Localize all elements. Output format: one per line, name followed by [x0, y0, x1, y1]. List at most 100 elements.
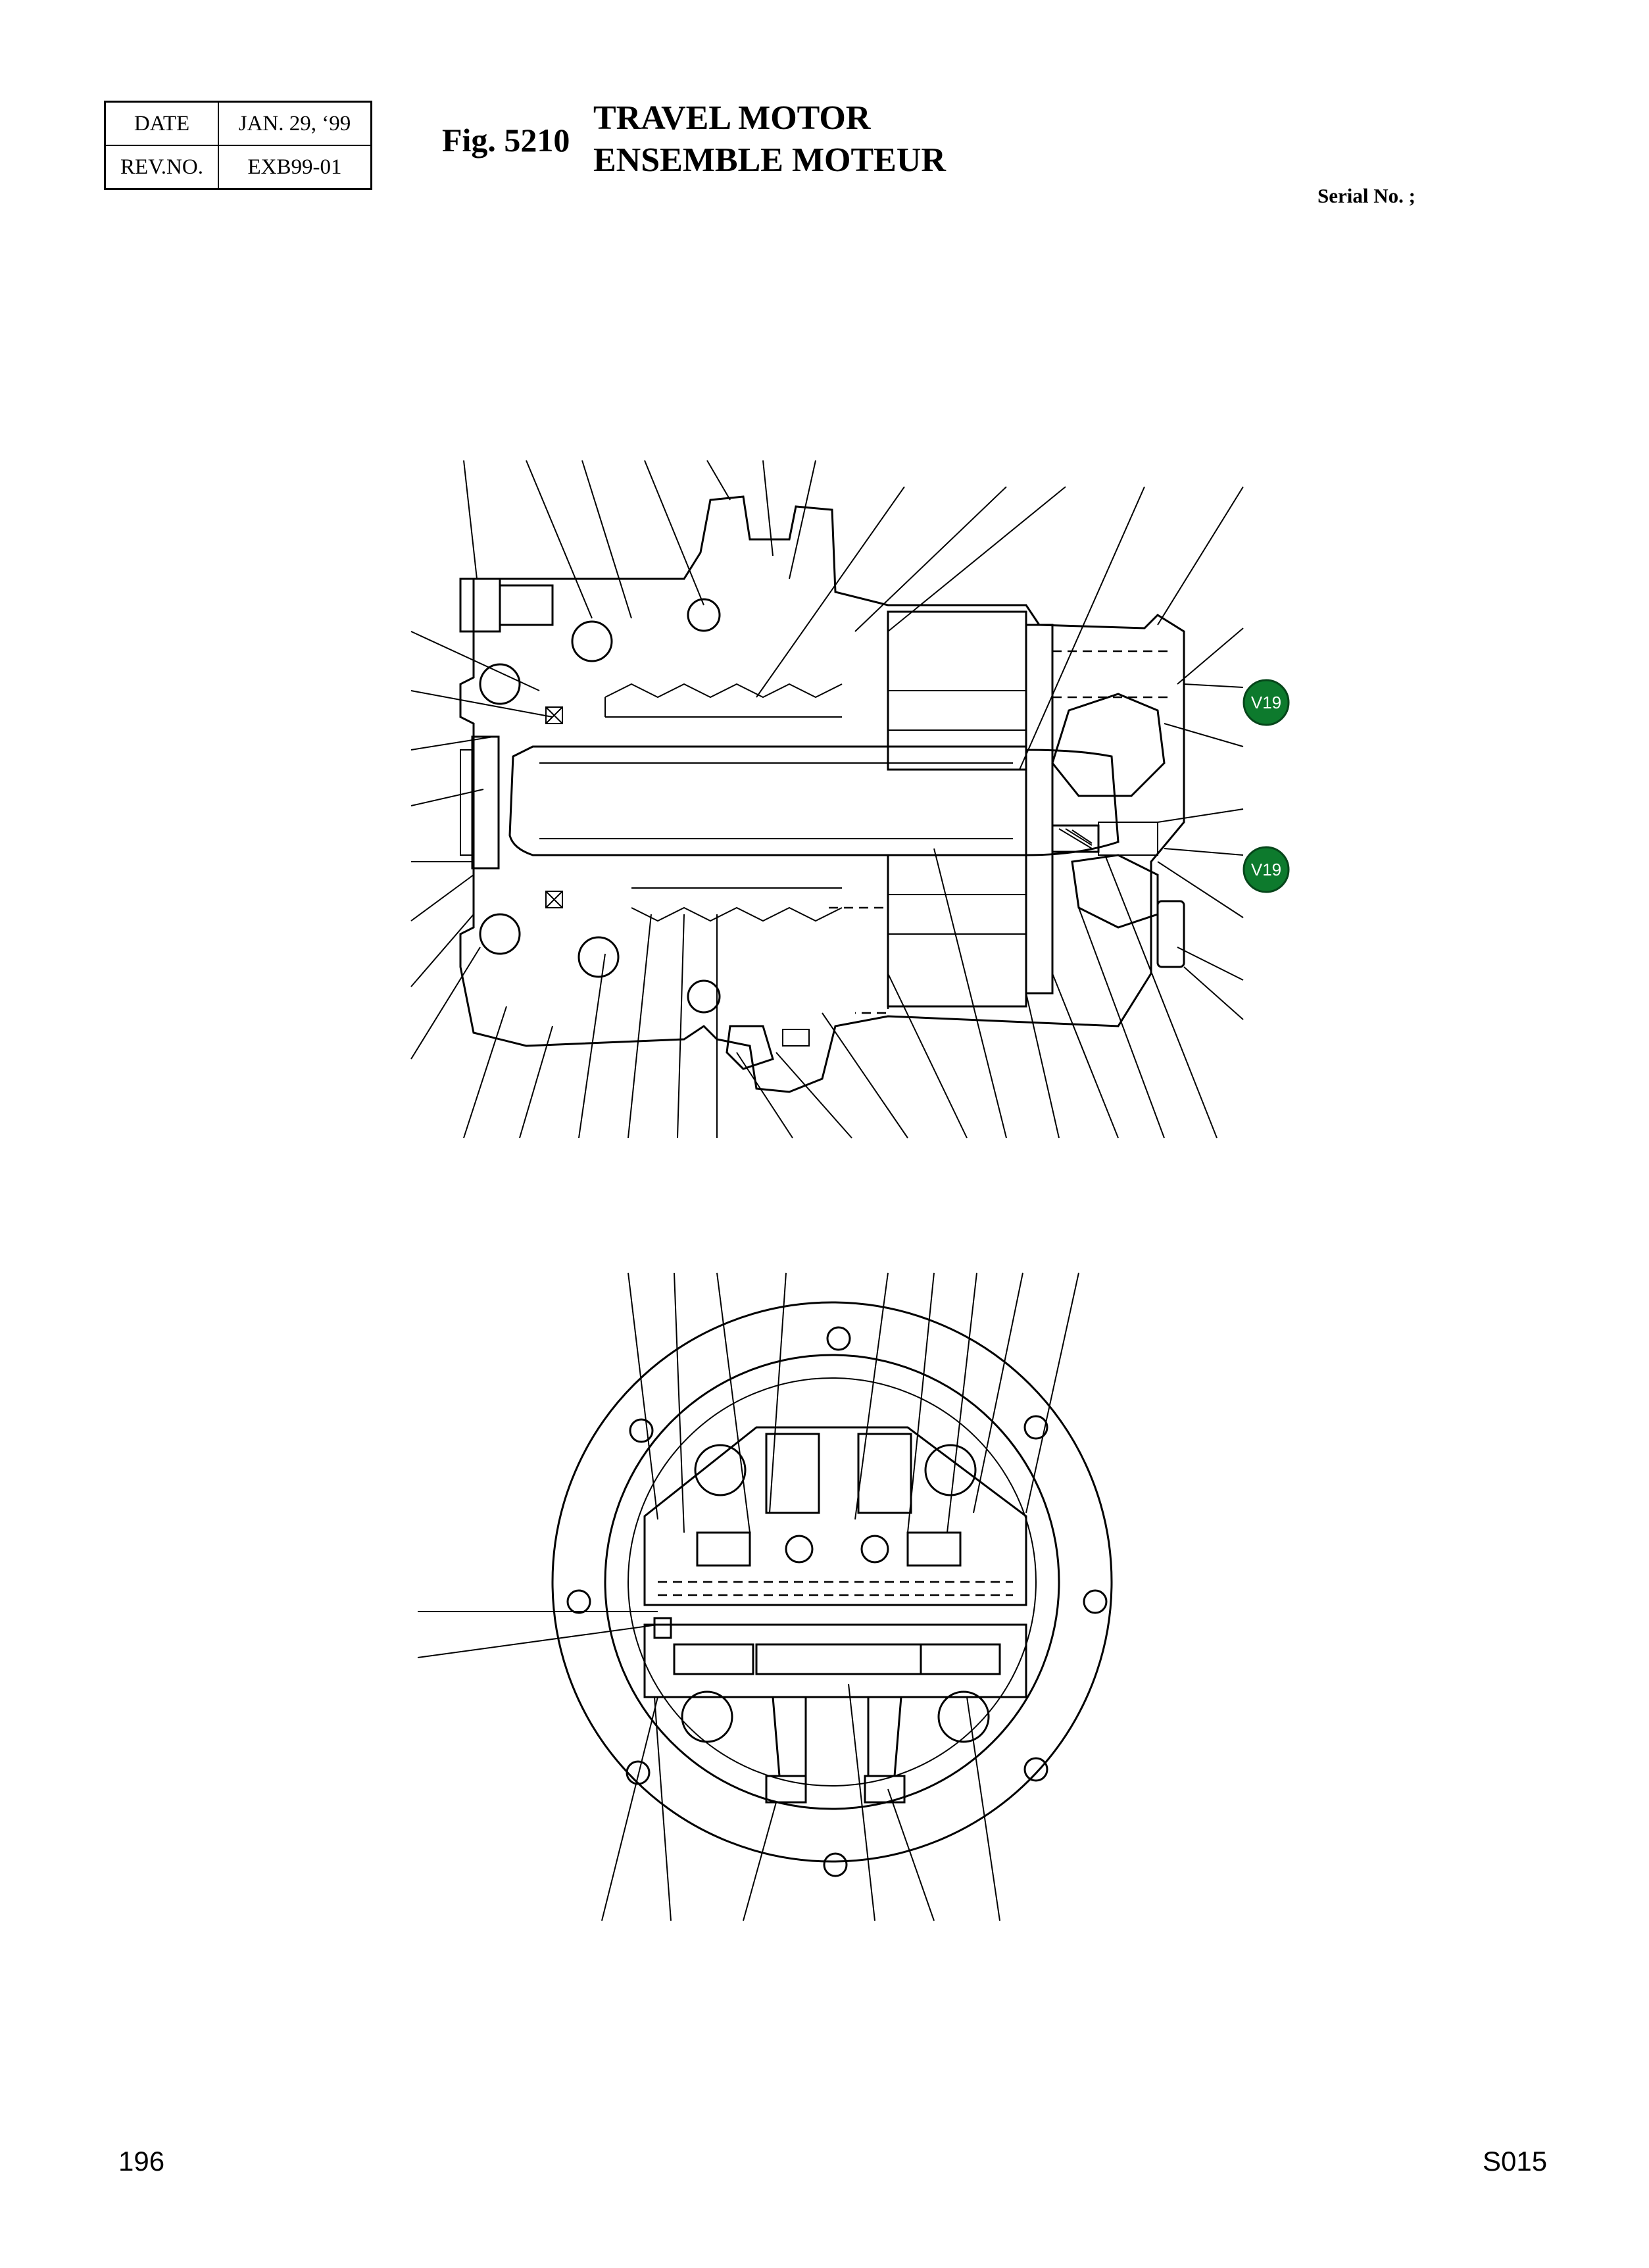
top-port-left — [765, 1433, 820, 1514]
leader-line — [1104, 854, 1218, 1139]
callout-v19-label: V19 — [1251, 860, 1281, 879]
leader-line — [674, 1272, 685, 1533]
gear-hub-top — [604, 697, 842, 718]
leader-line — [526, 460, 593, 619]
inner-flange — [604, 1354, 1060, 1810]
relief-valve-spring — [1058, 828, 1093, 849]
revision-table: DATE JAN. 29, ‘99 REV.NO. EXB99-01 — [104, 101, 372, 190]
leader-line — [1164, 848, 1244, 856]
callout-v19-label: V19 — [1251, 693, 1281, 712]
left-plug-body — [499, 584, 554, 626]
shaft-end-ring — [460, 749, 473, 856]
leader-line — [410, 874, 474, 922]
spool-left — [696, 1531, 751, 1567]
relief-valve-body — [1098, 822, 1158, 856]
drain-plug — [782, 1029, 810, 1047]
inner-ring — [628, 1377, 1037, 1787]
cylinder-block-bottom — [887, 854, 1027, 1008]
rev-label: REV.NO. — [104, 145, 219, 190]
left-plug — [459, 578, 501, 633]
leader-line — [628, 914, 652, 1139]
leader-line — [973, 1272, 1023, 1514]
shaft-end-cap — [471, 735, 500, 870]
leader-line — [887, 973, 968, 1139]
bolt-hole — [1023, 1757, 1048, 1782]
mount-hole — [937, 1690, 990, 1743]
leader-line — [907, 1272, 935, 1533]
hidden-passage-top — [1052, 650, 1171, 699]
end-view — [417, 1272, 1113, 1921]
leader-line — [1183, 683, 1244, 688]
leader-line — [1157, 808, 1244, 823]
oil-seal-top — [545, 706, 563, 724]
date-value: JAN. 29, ‘99 — [218, 101, 372, 146]
leader-line — [628, 1272, 658, 1520]
side-port-fitting — [1156, 900, 1185, 968]
date-label: DATE — [104, 101, 219, 146]
leader-line — [1157, 861, 1244, 918]
section-code: S015 — [1483, 2146, 1548, 2177]
spool-right — [906, 1531, 962, 1567]
leader-line — [769, 1272, 787, 1514]
port-hex-bottom — [1071, 854, 1159, 929]
gear-teeth-bottom — [631, 906, 843, 922]
callout-v19-badge[interactable]: V19 — [1243, 679, 1290, 726]
bolt-hole — [626, 1760, 651, 1785]
valve-body-bottom — [643, 1623, 1027, 1698]
leader-line — [1019, 486, 1145, 770]
leader-line — [644, 460, 704, 606]
callout-v19-badge[interactable]: V19 — [1243, 846, 1290, 893]
leader-line — [716, 1272, 751, 1533]
valve-body-top — [643, 1426, 1027, 1606]
bearing-bottom-right — [687, 979, 721, 1014]
lower-fitting-left — [765, 1775, 807, 1804]
leader-line — [822, 1012, 908, 1139]
leader-line — [966, 1696, 1000, 1921]
mount-hole — [694, 1444, 747, 1496]
title-french: ENSEMBLE MOTEUR — [593, 141, 946, 179]
leader-line — [887, 486, 1066, 632]
leader-line — [463, 1006, 507, 1139]
leader-line — [1025, 1272, 1079, 1514]
bearing-bottom-left — [578, 936, 620, 978]
leader-line — [762, 460, 774, 556]
output-shaft — [508, 745, 1120, 856]
side-plug — [653, 1617, 672, 1639]
gear-teeth-top — [604, 683, 843, 699]
leader-line — [1052, 973, 1119, 1139]
leader-line — [1157, 486, 1244, 626]
leader-line — [706, 460, 731, 501]
bearing-outer-top — [479, 663, 521, 705]
bottom-spool-left — [673, 1643, 754, 1675]
leader-line — [677, 914, 685, 1139]
leader-line — [410, 690, 553, 718]
leader-line — [1183, 966, 1244, 1020]
callout-v19-circle — [1243, 679, 1290, 726]
bolt-hole — [826, 1326, 851, 1351]
leader-line — [1078, 907, 1165, 1139]
bolt-hole — [629, 1418, 654, 1443]
leader-line — [417, 1624, 658, 1658]
bottom-spool-center — [755, 1643, 922, 1675]
leader-line — [410, 789, 484, 806]
bolt-hole — [566, 1589, 591, 1614]
bolt-hole — [1083, 1589, 1108, 1614]
leader-line — [578, 953, 606, 1139]
leader-line — [581, 460, 632, 619]
leader-line — [463, 460, 478, 579]
port-hex-top — [1051, 693, 1166, 797]
lower-port-right — [867, 1696, 902, 1777]
bearing-top-left — [571, 620, 613, 662]
section-view — [410, 460, 1244, 1139]
leader-line — [1025, 993, 1060, 1139]
leader-line — [947, 1272, 977, 1533]
title-english: TRAVEL MOTOR — [593, 99, 871, 137]
mount-hole — [681, 1690, 733, 1743]
mount-hole — [924, 1444, 977, 1496]
figure-number: Fig. 5210 — [442, 122, 570, 159]
oil-seal-bottom — [545, 891, 563, 908]
leader-line — [519, 1025, 553, 1139]
rev-value: EXB99-01 — [218, 145, 372, 190]
hidden-passage-mid — [658, 1581, 1013, 1596]
hidden-passage-bottom — [829, 906, 889, 1014]
